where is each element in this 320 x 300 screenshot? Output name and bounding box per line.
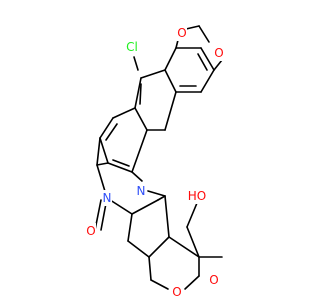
bond [134, 107, 148, 131]
atom-label-background [172, 284, 182, 300]
bond [186, 202, 198, 228]
atom-label-background [177, 25, 187, 41]
atom-label-background [123, 39, 141, 55]
atom-label: N [103, 191, 112, 205]
bond [96, 162, 109, 166]
bond [185, 25, 200, 30]
bond [186, 226, 200, 258]
bond [157, 195, 166, 201]
bond [198, 25, 210, 43]
bond [148, 256, 152, 281]
bond [107, 162, 133, 173]
bond [112, 159, 130, 167]
atom-n-quinoline: N [136, 183, 146, 199]
atom-label-background [214, 45, 224, 61]
bond [148, 236, 170, 258]
atom-label: Cl [126, 40, 138, 54]
bond [197, 53, 208, 71]
atom-label: N [137, 184, 146, 198]
bond [139, 83, 142, 105]
atom-label-background [188, 188, 206, 204]
bond [164, 47, 177, 71]
bond [99, 137, 109, 164]
atom-label: O [177, 26, 186, 40]
atom-o-lactone: O [209, 272, 219, 288]
atom-o-diox-left: O [177, 25, 187, 41]
bond [133, 56, 139, 71]
bond [127, 240, 150, 258]
bond [127, 213, 133, 242]
bond [150, 279, 169, 290]
bond [164, 69, 177, 93]
atom-label: HO [188, 189, 206, 203]
atom-label-background [209, 272, 219, 288]
bond [147, 190, 166, 197]
atom-oh: HO [188, 188, 206, 204]
atom-label-background [136, 183, 146, 199]
bond [134, 77, 142, 109]
atom-label-background [102, 190, 112, 206]
atom-o-diox-right: O [214, 45, 224, 61]
bond [200, 69, 215, 93]
bond [140, 69, 166, 79]
atom-label: O [214, 46, 223, 60]
bond [112, 107, 136, 119]
bond [200, 47, 215, 71]
bond [131, 171, 143, 182]
bond [131, 129, 148, 173]
bond [96, 137, 101, 166]
atom-cl: Cl [123, 39, 141, 55]
bond [184, 275, 200, 290]
bond [105, 123, 118, 141]
bond [213, 59, 223, 71]
bond [131, 199, 159, 215]
atom-label: O [86, 224, 95, 238]
bond [168, 236, 200, 258]
atom-o-ketone: O [86, 223, 96, 239]
atom-o-ring: O [172, 284, 182, 300]
bond [99, 117, 114, 139]
atom-n-lactam: N [102, 190, 112, 206]
atom-label: O [209, 273, 218, 287]
bond [164, 91, 177, 131]
bond-layer [94, 25, 223, 290]
bond [164, 195, 170, 238]
atom-label: O [172, 285, 181, 299]
atom-label-background [86, 223, 96, 239]
